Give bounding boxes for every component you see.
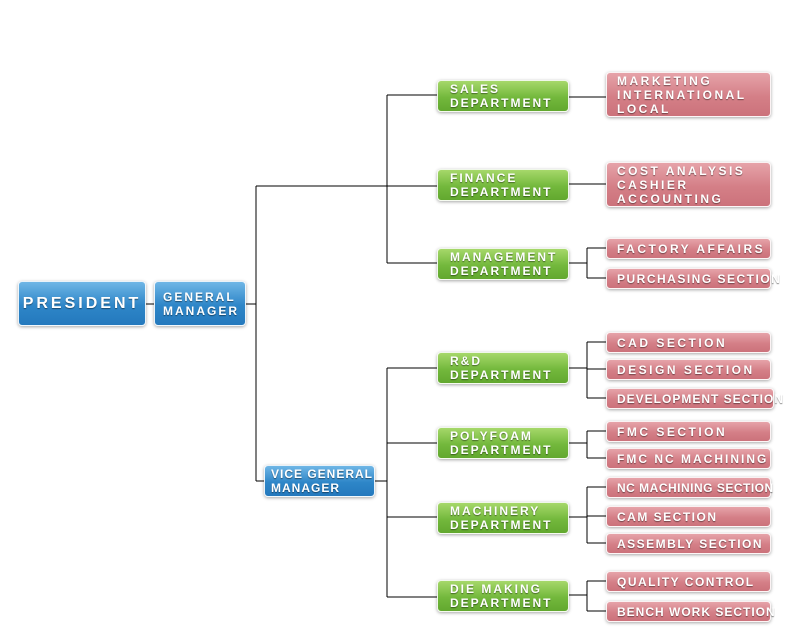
section-label: ACCOUNTING bbox=[617, 191, 724, 206]
section-label: BENCH WORK SECTION bbox=[617, 604, 776, 619]
section-label: CAD SECTION bbox=[617, 335, 728, 350]
section-label: ASSEMBLY SECTION bbox=[617, 536, 764, 551]
section-label: NC MACHINING SECTION bbox=[617, 480, 774, 495]
department-label-line1: FINANCE bbox=[450, 171, 518, 185]
president-box: PRESIDENT bbox=[18, 281, 146, 326]
rnd-department-box: R&D DEPARTMENT bbox=[437, 352, 569, 384]
quality-control-box: QUALITY CONTROL bbox=[606, 571, 771, 592]
department-label-line2: DEPARTMENT bbox=[450, 443, 553, 457]
department-label-line1: MACHINERY bbox=[450, 504, 541, 518]
machinery-department-box: MACHINERY DEPARTMENT bbox=[437, 502, 569, 534]
department-label-line2: DEPARTMENT bbox=[450, 264, 553, 278]
fmc-nc-machining-box: FMC NC MACHINING bbox=[606, 448, 771, 469]
cam-section-box: CAM SECTION bbox=[606, 506, 771, 527]
general-manager-label-line1: GENERAL bbox=[163, 289, 236, 304]
vice-general-manager-label-line1: VICE GENERAL bbox=[271, 467, 374, 481]
finance-sections-box: COST ANALYSIS CASHIER ACCOUNTING bbox=[606, 162, 771, 207]
assembly-section-box: ASSEMBLY SECTION bbox=[606, 533, 771, 554]
section-label: DEVELOPMENT SECTION bbox=[617, 391, 785, 406]
section-label: INTERNATIONAL bbox=[617, 87, 747, 102]
department-label-line2: DEPARTMENT bbox=[450, 368, 553, 382]
general-manager-label-line2: MANAGER bbox=[163, 303, 239, 318]
department-label-line2: DEPARTMENT bbox=[450, 518, 553, 532]
section-label: QUALITY CONTROL bbox=[617, 574, 755, 589]
department-label-line2: DEPARTMENT bbox=[450, 96, 553, 110]
die-making-department-box: DIE MAKING DEPARTMENT bbox=[437, 580, 569, 612]
development-section-box: DEVELOPMENT SECTION bbox=[606, 388, 785, 409]
vice-general-manager-label-line2: MANAGER bbox=[271, 481, 340, 495]
department-label-line1: SALES bbox=[450, 82, 501, 96]
department-label-line1: MANAGEMENT bbox=[450, 250, 558, 264]
purchasing-section-box: PURCHASING SECTION bbox=[606, 268, 782, 289]
polyfoam-department-box: POLYFOAM DEPARTMENT bbox=[437, 427, 569, 459]
vice-general-manager-box: VICE GENERAL MANAGER bbox=[264, 465, 375, 497]
section-label: FMC NC MACHINING bbox=[617, 451, 769, 466]
department-label-line2: DEPARTMENT bbox=[450, 185, 553, 199]
section-label: FMC SECTION bbox=[617, 424, 728, 439]
section-label: CAM SECTION bbox=[617, 509, 718, 524]
fmc-section-box: FMC SECTION bbox=[606, 421, 771, 442]
finance-department-box: FINANCE DEPARTMENT bbox=[437, 169, 569, 201]
management-department-box: MANAGEMENT DEPARTMENT bbox=[437, 248, 569, 280]
president-label: PRESIDENT bbox=[22, 294, 142, 312]
factory-affairs-box: FACTORY AFFAIRS bbox=[606, 238, 771, 259]
section-label: DESIGN SECTION bbox=[617, 362, 755, 377]
sales-sections-box: MARKETING INTERNATIONAL LOCAL bbox=[606, 72, 771, 117]
department-label-line1: R&D bbox=[450, 354, 482, 368]
nc-machining-section-box: NC MACHINING SECTION bbox=[606, 477, 774, 498]
design-section-box: DESIGN SECTION bbox=[606, 359, 771, 380]
bench-work-section-box: BENCH WORK SECTION bbox=[606, 601, 776, 622]
section-label: CASHIER bbox=[617, 177, 689, 192]
section-label: COST ANALYSIS bbox=[617, 163, 746, 178]
department-label-line1: POLYFOAM bbox=[450, 429, 533, 443]
section-label: FACTORY AFFAIRS bbox=[617, 241, 766, 256]
department-label-line1: DIE MAKING bbox=[450, 582, 542, 596]
section-label: LOCAL bbox=[617, 101, 671, 116]
general-manager-box: GENERAL MANAGER bbox=[154, 281, 246, 326]
department-label-line2: DEPARTMENT bbox=[450, 596, 553, 610]
section-label: PURCHASING SECTION bbox=[617, 271, 782, 286]
sales-department-box: SALES DEPARTMENT bbox=[437, 80, 569, 112]
section-label: MARKETING bbox=[617, 73, 713, 88]
cad-section-box: CAD SECTION bbox=[606, 332, 771, 353]
